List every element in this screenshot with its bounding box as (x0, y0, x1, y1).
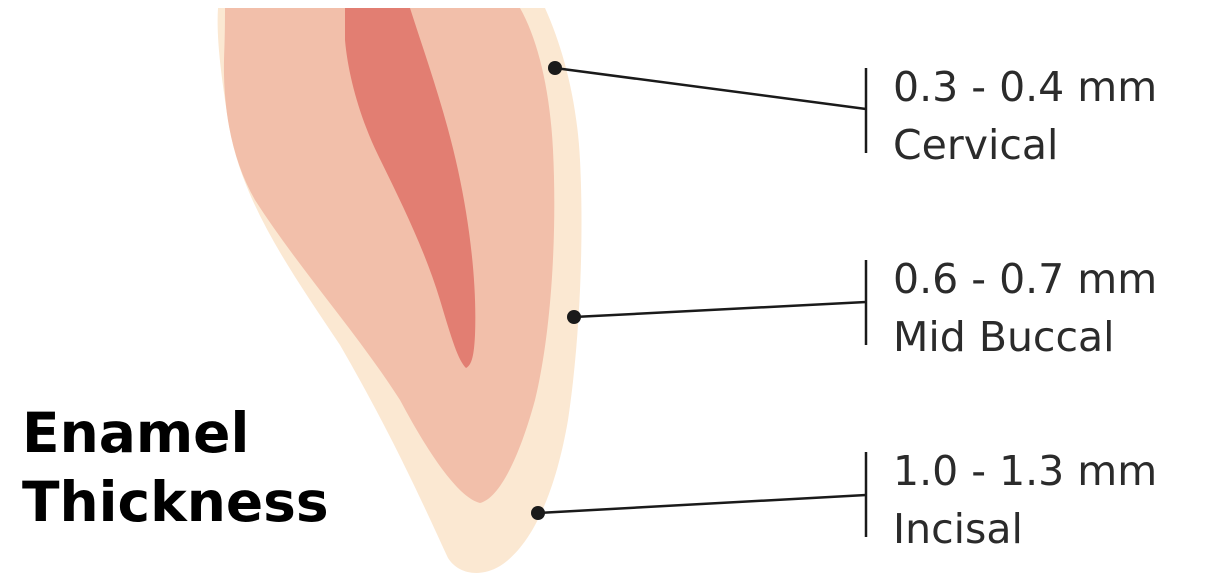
cervical-leader-line (555, 68, 866, 109)
incisal-thickness-value: 1.0 - 1.3 mm (893, 442, 1157, 500)
midbuccal-marker-dot (567, 310, 581, 324)
midbuccal-region-name: Mid Buccal (893, 308, 1157, 366)
diagram-title: Enamel Thickness (22, 399, 329, 537)
title-line-1: Enamel (22, 399, 329, 468)
midbuccal-thickness-value: 0.6 - 0.7 mm (893, 250, 1157, 308)
incisal-label: 1.0 - 1.3 mm Incisal (893, 442, 1157, 558)
cervical-label: 0.3 - 0.4 mm Cervical (893, 58, 1157, 174)
incisal-marker-dot (531, 506, 545, 520)
incisal-region-name: Incisal (893, 500, 1157, 558)
incisal-leader-line (538, 495, 866, 513)
title-line-2: Thickness (22, 468, 329, 537)
cervical-marker-dot (548, 61, 562, 75)
cervical-thickness-value: 0.3 - 0.4 mm (893, 58, 1157, 116)
cervical-region-name: Cervical (893, 116, 1157, 174)
midbuccal-label: 0.6 - 0.7 mm Mid Buccal (893, 250, 1157, 366)
midbuccal-leader-line (574, 302, 866, 317)
